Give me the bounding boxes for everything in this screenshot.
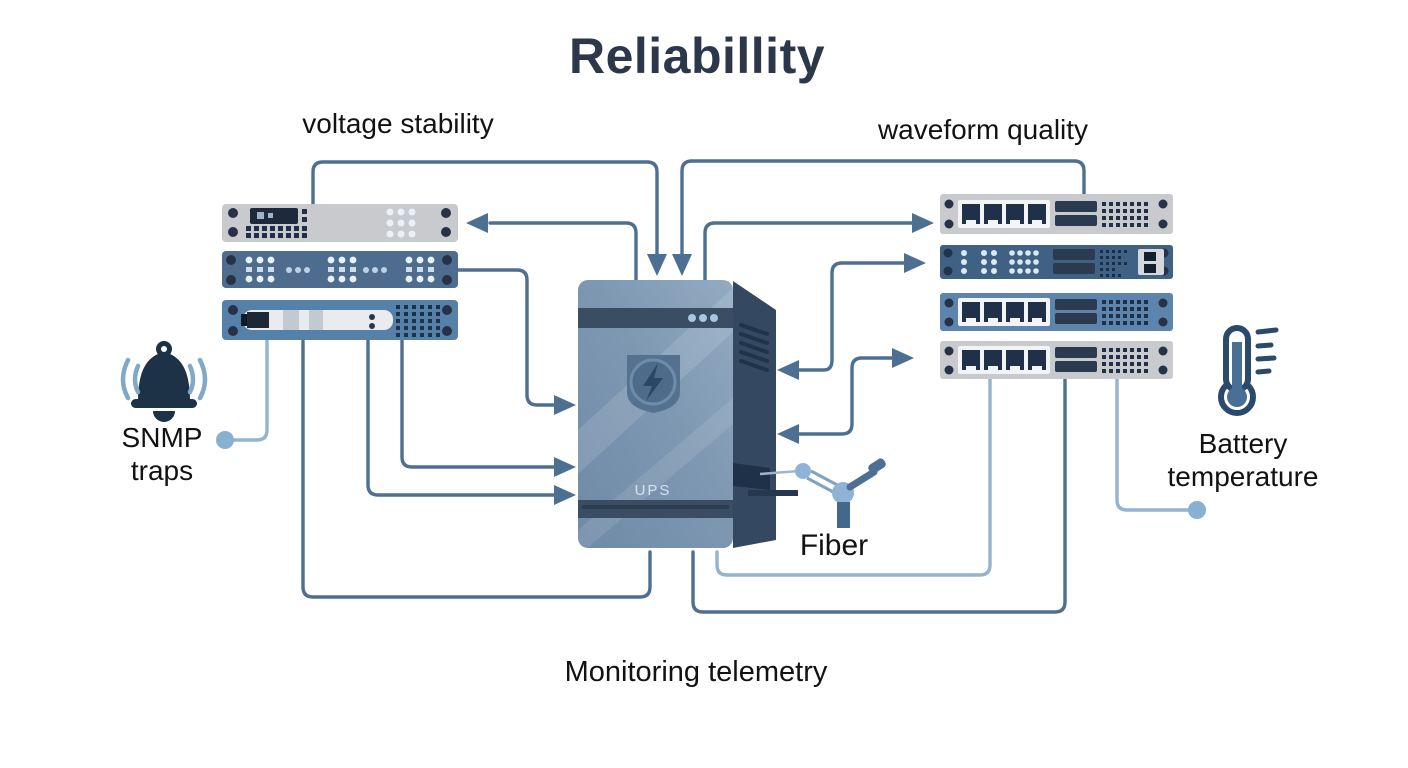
thermometer-ticks [1255,327,1279,375]
label-snmp-traps: SNMP traps [122,421,203,487]
label-fiber: Fiber [799,529,869,562]
right-switch-4 [940,341,1173,379]
ups-status-led [710,314,718,322]
arrowhead-into-switch1 [912,213,934,233]
diagram-title: Reliabillity [568,28,826,84]
vent-grid [396,305,440,337]
edge-monitoring-loop [301,339,652,599]
shield-lightning-icon [627,355,680,413]
ups-side-panel [733,281,776,548]
edge-snmp-tap [216,339,269,449]
arrowhead-into-ups-top-right [672,254,692,276]
label-ups: UPS [634,482,672,499]
battery-endpoint-dot [1188,501,1206,519]
right-switch-2 [940,245,1173,279]
label-voltage-stability: voltage stability [302,108,494,139]
label-snmp-line2: traps [130,455,194,486]
button-grid [246,226,307,238]
edge-voltage-stability [311,160,667,276]
bell-icon [120,341,208,422]
label-waveform-quality: waveform quality [877,114,1089,145]
edge-server-to-ups-b [400,339,576,477]
label-battery-temperature: Battery temperature [1168,427,1319,493]
ups-status-led [699,314,707,322]
left-rack-display-device [222,204,458,242]
arrowhead-into-ups-left-upper [554,395,576,415]
edge-battery-tap [1115,377,1206,519]
snmp-endpoint-dot [216,431,234,449]
right-switch-1 [940,194,1173,234]
arrowhead-into-ups-right-upper [777,360,799,380]
label-battery-line1: Battery [1198,428,1288,459]
arrowhead-into-ups-top-left [647,254,667,276]
edge-ups-switch4-return-dark [691,377,1067,614]
arrowhead-into-switch2 [904,253,926,273]
ups-side-vents [739,323,769,372]
edge-indicators-to-ups [456,268,576,415]
left-rack-server-device [222,300,458,340]
left-rack-indicator-device [222,251,458,288]
edge-ups-switch4-return-light [715,377,992,577]
edge-ups-switch4 [777,348,914,444]
thermometer-icon [1218,325,1279,416]
label-snmp-line1: SNMP [121,422,203,453]
arrowhead-into-ups-left-middle [554,457,576,477]
fiber-splitter-icon [759,458,886,528]
label-monitoring-telemetry: Monitoring telemetry [564,656,828,688]
edge-waveform-quality [672,159,1086,276]
indicator-dots [961,250,1039,274]
ups-fiber-port [733,463,770,490]
edge-ups-to-display-device [466,213,638,284]
ups-unit [578,280,798,548]
label-battery-line2: temperature [1167,461,1319,492]
arrowhead-into-switch4 [892,348,914,368]
vent-dots [1100,250,1127,277]
arrowhead-into-display-device [466,213,488,233]
ups-front-panel [578,280,733,548]
edge-ups-switch2 [777,253,926,380]
ups-status-led [688,314,696,322]
arrowhead-into-ups-right-lower [777,424,799,444]
arrowhead-into-ups-left-lower [554,485,576,505]
edge-server-to-ups-a [366,339,576,505]
ups-top-bar [578,308,733,328]
right-switch-3 [940,293,1173,331]
edge-ups-to-switch1 [703,213,934,284]
